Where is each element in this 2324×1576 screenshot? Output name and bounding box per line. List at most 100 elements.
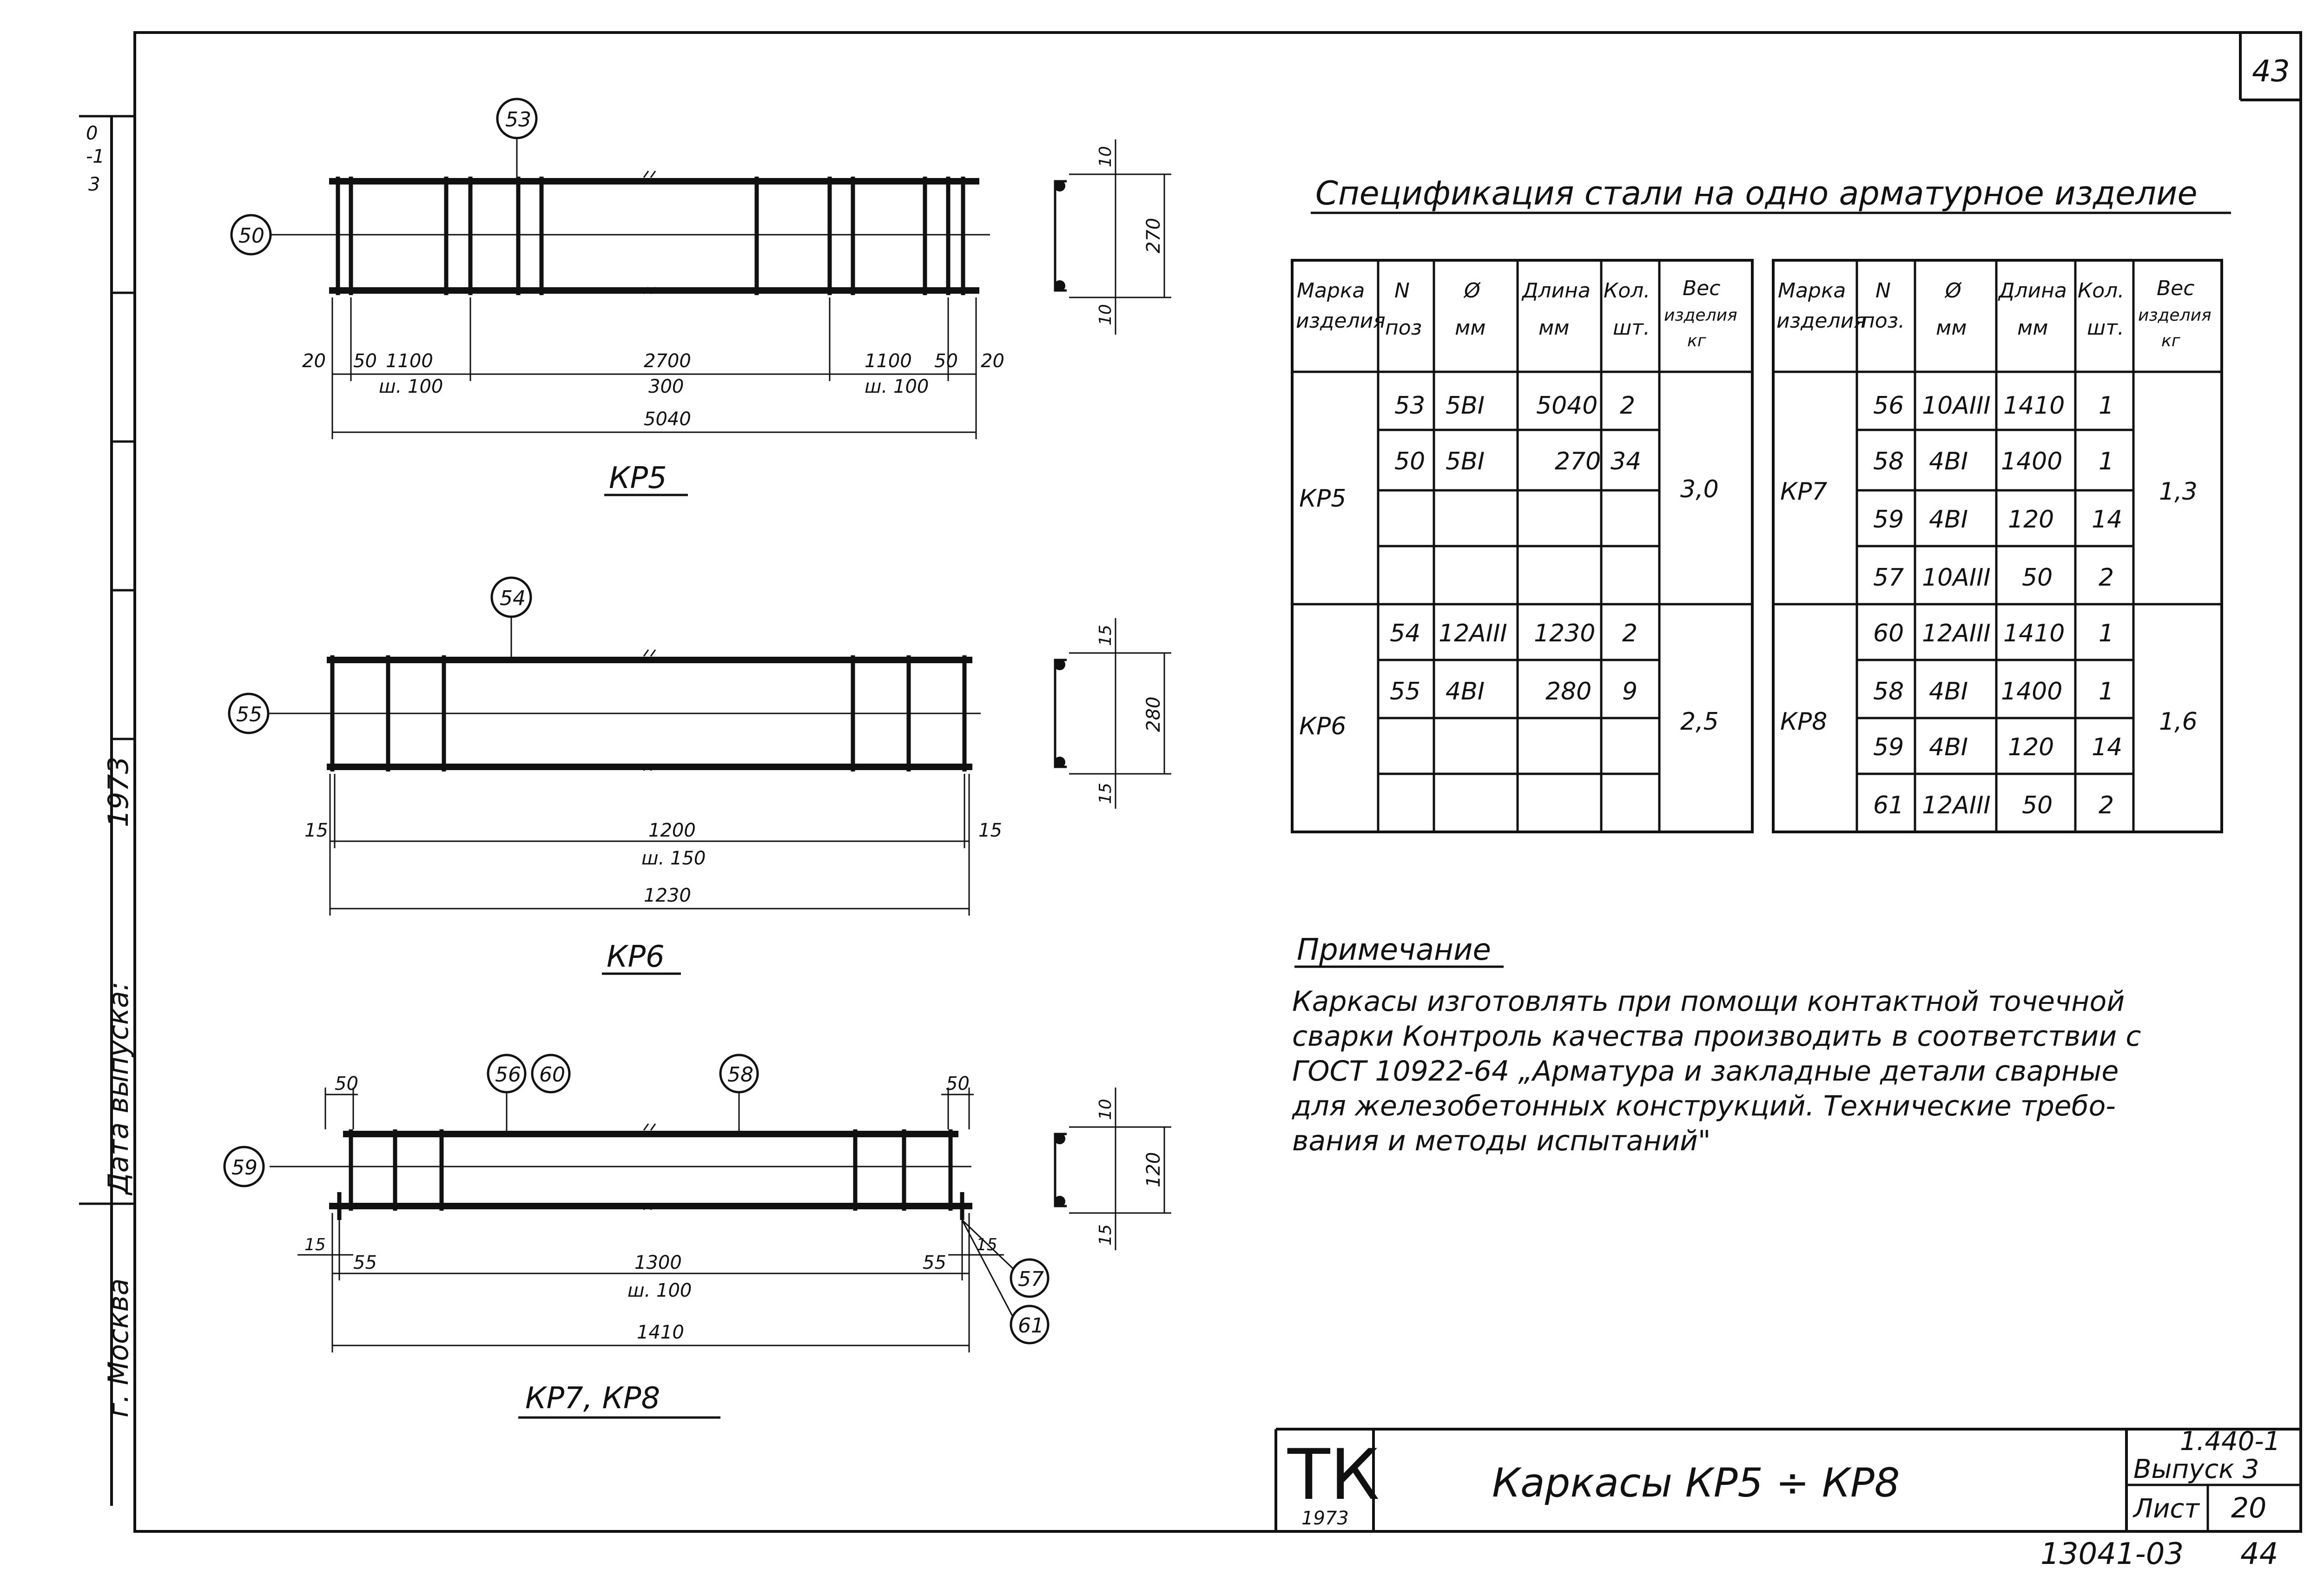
kp5-cover-top: 10 (1096, 146, 1115, 167)
spec-r-mark-kp7: КР7 (1780, 478, 1827, 506)
spec-r-r7-pos: 59 (1873, 733, 1904, 761)
spec-r-r1-len: 1410 (2003, 392, 2065, 420)
spec-r-r6-len: 1400 (2001, 678, 2062, 706)
drawing-kp5: 53 50 20 50 1100 2700 1100 50 20 ш. 100 … (230, 98, 1171, 496)
spec-r-r6-dia: 4BI (1929, 678, 1968, 706)
spec-r-weight-kp8: 1,6 (2159, 708, 2198, 736)
spec-l-r2-dia: 5BI (1446, 448, 1485, 475)
spec-l-h-qty-2: шт. (1613, 316, 1650, 340)
kp78-total: 1410 (637, 1322, 684, 1343)
kp5-total: 5040 (644, 409, 691, 430)
bottom-code: 13041-03 (2040, 1537, 2184, 1571)
spec-r-r3-len: 120 (2008, 506, 2054, 534)
spec-r-r1-pos: 56 (1873, 392, 1904, 420)
bottom-page: 44 (2240, 1537, 2278, 1571)
spec-l-h-w-2: изделия (1664, 306, 1737, 325)
kp78-pos-56: 56 (495, 1063, 521, 1087)
spec-r-h-len-2: мм (2017, 316, 2048, 340)
note-line-5: вания и методы испытаний" (1292, 1125, 1710, 1157)
spec-l-h-pos-1: N (1394, 279, 1410, 303)
kp5-pos-top: 53 (505, 108, 531, 132)
spec-l-r1-qty: 2 (1620, 392, 1635, 420)
kp6-total: 1230 (644, 885, 691, 906)
kp78-step: ш. 100 (627, 1280, 692, 1301)
spec-r-h-mark-2: изделия (1776, 309, 1866, 333)
spec-r-r1-dia: 10AIII (1922, 392, 1991, 420)
kp6-cover-top: 15 (1096, 625, 1115, 646)
margin-fragment-1: 0 (86, 123, 98, 144)
spec-r-weight-kp7: 1,3 (2159, 478, 2198, 506)
kp78-pos-57: 57 (1018, 1267, 1044, 1291)
spec-r-r5-len: 1410 (2003, 620, 2065, 647)
spec-r-r8-pos: 61 (1873, 791, 1904, 819)
spec-r-h-qty-2: шт. (2087, 316, 2124, 340)
spec-r-r4-qty: 2 (2099, 564, 2114, 592)
spec-r-h-w-1: Вес (2157, 277, 2194, 300)
kp78-end-right: 50 (946, 1073, 970, 1095)
spec-l-h-dia-1: Ø (1463, 279, 1481, 303)
spec-l-h-qty-1: Кол. (1604, 279, 1650, 303)
spec-r-h-w-2: изделия (2138, 306, 2212, 325)
kp6-pos-top: 54 (500, 587, 526, 610)
spec-title: Спецификация стали на одно арматурное из… (1315, 174, 2198, 212)
spec-l-r6-pos: 55 (1390, 678, 1420, 706)
titleblock-name: Каркасы КР5 ÷ КР8 (1492, 1460, 1900, 1506)
spec-l-r1-len: 5040 (1536, 392, 1598, 420)
spec-r-r8-len: 50 (2022, 791, 2053, 819)
spec-r-mark-kp8: КР8 (1780, 708, 1827, 736)
spec-l-h-len-1: Длина (1521, 279, 1591, 303)
spec-l-r2-len: 270 (1555, 448, 1601, 475)
spec-r-r4-len: 50 (2022, 564, 2053, 592)
spec-r-h-len-1: Длина (1998, 279, 2067, 303)
spec-r-h-pos-2: поз. (1862, 309, 1905, 333)
spec-r-h-dia-1: Ø (1944, 279, 1962, 303)
kp5-dim-3: 1100 (386, 350, 433, 372)
drawing-kp7-kp8: 56 60 58 59 57 61 50 50 15 15 (223, 1054, 1171, 1419)
spec-l-r5-pos: 54 (1390, 620, 1420, 647)
spec-l-weight-kp6: 2,5 (1680, 708, 1719, 736)
spec-l-h-dia-2: мм (1455, 316, 1486, 340)
corner-sheet-number: 43 (2252, 54, 2290, 89)
spec-l-h-pos-2: поз (1385, 316, 1422, 340)
kp6-height: 280 (1143, 697, 1164, 732)
drawing-kp6: 54 55 15 1200 15 ш. 150 1230 КР6 280 15 … (228, 576, 1171, 975)
kp6-dim-3: 15 (978, 820, 1002, 841)
kp6-title: КР6 (607, 940, 665, 974)
kp6-pos-left: 55 (236, 703, 262, 726)
spec-r-r5-pos: 60 (1873, 620, 1904, 647)
spec-r-r2-len: 1400 (2001, 448, 2062, 475)
spec-l-r1-dia: 5BI (1446, 392, 1485, 420)
spec-l-r2-qty: 34 (1611, 448, 1641, 475)
kp78-title: КР7, КР8 (525, 1381, 660, 1416)
spec-r-h-dia-2: мм (1936, 316, 1967, 340)
spec-r-r4-dia: 10AIII (1922, 564, 1991, 592)
spec-l-r2-pos: 50 (1394, 448, 1425, 475)
spec-l-r6-len: 280 (1545, 678, 1591, 706)
spec-r-r7-qty: 14 (2092, 733, 2122, 761)
spec-l-r1-pos: 53 (1394, 392, 1425, 420)
kp78-cover-top: 10 (1096, 1099, 1115, 1120)
spec-r-r3-dia: 4BI (1929, 506, 1968, 534)
note-title: Примечание (1297, 933, 1491, 967)
kp5-dim-4: 2700 (644, 350, 691, 372)
spec-r-r5-qty: 1 (2099, 620, 2114, 647)
kp78-dim-1: 55 (353, 1252, 377, 1273)
spec-r-h-pos-1: N (1875, 279, 1891, 303)
margin-date-label: Дата выпуска: (102, 982, 135, 1196)
kp5-dim-1: 20 (302, 350, 326, 372)
sheet-frame (133, 31, 2302, 1533)
kp78-pos-60: 60 (539, 1063, 565, 1087)
spec-l-r5-dia: 12AIII (1439, 620, 1507, 647)
kp78-pos-61: 61 (1018, 1314, 1044, 1338)
kp5-sub-1: ш. 100 (379, 376, 443, 397)
spec-r-r8-dia: 12AIII (1922, 791, 1991, 819)
spec-r-r2-qty: 1 (2099, 448, 2114, 475)
left-margin: 0 -1 3 1973 Дата выпуска: г. Москва (79, 115, 135, 1506)
spec-l-r6-qty: 9 (1622, 678, 1637, 706)
kp78-pos-58: 58 (727, 1063, 753, 1087)
spec-r-h-mark-1: Марка (1778, 279, 1846, 303)
spec-l-mark-kp6: КР6 (1299, 712, 1346, 740)
kp78-height: 120 (1143, 1152, 1164, 1187)
spec-l-h-mark-2: изделия (1296, 309, 1386, 333)
note-line-4: для железобетонных конструкций. Техничес… (1292, 1090, 2116, 1122)
